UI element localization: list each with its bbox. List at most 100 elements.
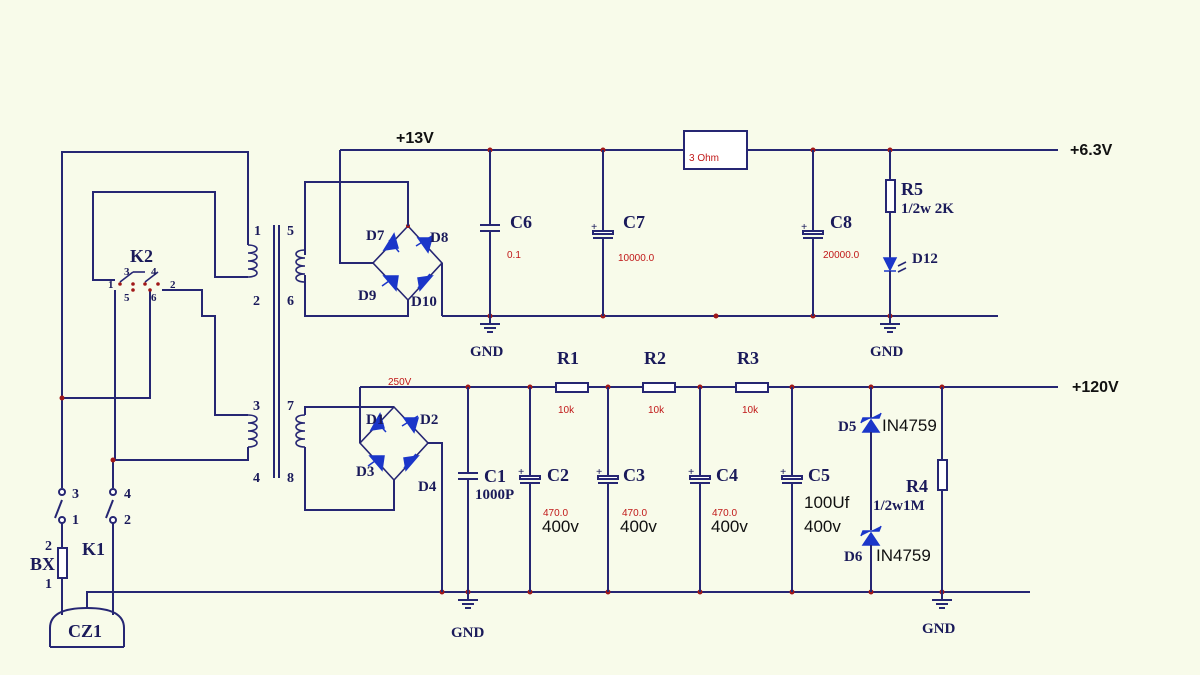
gnd-label-1: GND: [470, 344, 504, 360]
svg-text:+: +: [688, 466, 694, 478]
d12-label: D12: [912, 251, 938, 267]
k2-label: K2: [130, 246, 153, 266]
switch-pin-1: 1: [72, 513, 79, 528]
r1-label: R1: [557, 348, 579, 368]
d7-label: D7: [366, 228, 385, 244]
series-resistor-value: 3 Ohm: [689, 153, 719, 164]
capacitor-c5: +: [780, 387, 803, 592]
r1-value: 10k: [558, 405, 575, 416]
k2-pin-1: 1: [108, 279, 114, 291]
gnd-symbol-2: [880, 316, 900, 333]
capacitor-c3: +: [596, 387, 619, 592]
d9-label: D9: [358, 288, 376, 304]
capacitor-c8: +: [801, 150, 824, 316]
c8-label: C8: [830, 212, 852, 232]
c7-value: 10000.0: [618, 253, 655, 264]
trafo-pin-1: 1: [254, 224, 261, 239]
switch-pin-2: 2: [124, 513, 131, 528]
switch-k2: [118, 271, 160, 292]
k2-pin-4: 4: [151, 266, 157, 278]
gnd-label-4: GND: [922, 621, 956, 637]
capacitor-c6: [480, 150, 500, 316]
switch-pin-3: 3: [72, 487, 79, 502]
k1-label: K1: [82, 539, 105, 559]
high-voltage-section: + + + +: [304, 382, 1058, 609]
trafo-pin-3: 3: [253, 399, 260, 414]
rail-120v-label: +120V: [1072, 379, 1119, 396]
gnd-label-3: GND: [451, 625, 485, 641]
trafo-pin-6: 6: [287, 294, 294, 309]
svg-text:+: +: [801, 221, 807, 233]
c3-value: 470.0: [622, 508, 647, 519]
d8-label: D8: [430, 230, 448, 246]
capacitor-c7: +: [591, 150, 614, 316]
trafo-pin-2: 2: [253, 294, 260, 309]
trafo-pin-7: 7: [287, 399, 294, 414]
labels: +13V +6.3V +120V 250V GND GND GND GND K2…: [30, 130, 1119, 641]
d1-label: D1: [366, 412, 384, 428]
bx-label: BX: [30, 554, 55, 574]
k2-pin-3: 3: [124, 266, 130, 278]
transformer-section: [49, 151, 442, 648]
c6-label: C6: [510, 212, 532, 232]
cz1-label: CZ1: [68, 621, 102, 641]
c2-voltage: 400v: [542, 517, 579, 536]
c5-voltage: 400v: [804, 517, 841, 536]
r2-value: 10k: [648, 405, 665, 416]
zener-d5-d6: [860, 387, 882, 592]
svg-text:+: +: [780, 466, 786, 478]
d2-label: D2: [420, 412, 438, 428]
k2-pin-5: 5: [124, 292, 130, 304]
d6-part-label: IN4759: [876, 546, 931, 565]
rail-13v-label: +13V: [396, 130, 434, 147]
r3-value: 10k: [742, 405, 759, 416]
c6-value: 0.1: [507, 250, 521, 261]
r4-label: R4: [906, 476, 928, 496]
c2-label: C2: [547, 465, 569, 485]
r2-label: R2: [644, 348, 666, 368]
trafo-pin-8: 8: [287, 471, 294, 486]
c1-label: C1: [484, 466, 506, 486]
bridge-rectifier-high: [358, 405, 430, 482]
gnd-symbol-1: [480, 316, 500, 333]
bx-pin-1: 1: [45, 577, 52, 592]
low-voltage-section: + +: [295, 130, 1058, 333]
trafo-pin-4: 4: [253, 471, 260, 486]
c4-voltage: 400v: [711, 517, 748, 536]
capacitor-c1: [458, 387, 478, 592]
k2-pin-6: 6: [151, 292, 157, 304]
r5-label: R5: [901, 179, 923, 199]
d10-label: D10: [411, 294, 437, 310]
d6-label: D6: [844, 549, 863, 565]
rail-63v-label: +6.3V: [1070, 142, 1113, 159]
gnd-symbol-3: [458, 592, 478, 609]
resistor-r5-led-d12: [882, 150, 907, 316]
c5-value: 100Uf: [804, 493, 850, 512]
c2-value: 470.0: [543, 508, 568, 519]
c1-value: 1000P: [475, 487, 514, 503]
switch-pin-4: 4: [124, 487, 131, 502]
c8-value: 20000.0: [823, 250, 860, 261]
d4-label: D4: [418, 479, 437, 495]
c3-voltage: 400v: [620, 517, 657, 536]
resistor-r2: [642, 382, 676, 393]
svg-text:+: +: [518, 466, 524, 478]
c4-value: 470.0: [712, 508, 737, 519]
capacitor-c2: +: [518, 387, 541, 592]
d3-label: D3: [356, 464, 374, 480]
c7-label: C7: [623, 212, 645, 232]
switch-k1-bx: [54, 488, 117, 615]
capacitor-c4: +: [688, 387, 711, 592]
resistor-r3: [735, 382, 769, 393]
d5-label: D5: [838, 419, 856, 435]
resistor-r1: [555, 382, 589, 393]
resistor-r4: [937, 387, 948, 592]
k2-pin-2: 2: [170, 279, 176, 291]
rail-250v-label: 250V: [388, 377, 412, 388]
r3-label: R3: [737, 348, 759, 368]
r4-value: 1/2w1M: [873, 498, 925, 514]
c5-label: C5: [808, 465, 830, 485]
plug-cz1: [49, 591, 442, 648]
series-resistor-box: [683, 130, 748, 170]
